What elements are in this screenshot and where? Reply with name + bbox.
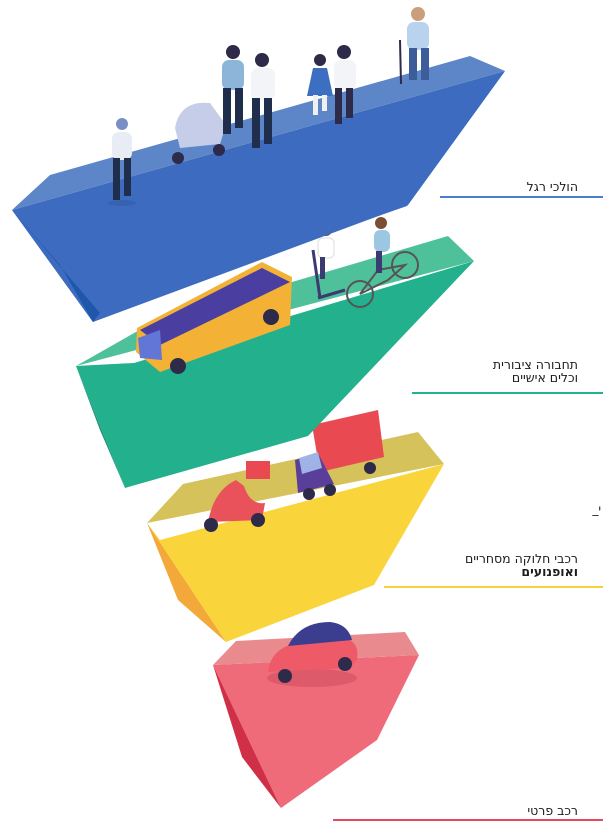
car-icon: [267, 622, 358, 687]
elderly-man-icon: [399, 7, 429, 85]
man-with-stroller-icon: [222, 45, 244, 134]
bicycle-icon: [346, 251, 419, 308]
label-public-transport: תחבורה ציבורית וכלים אישיים: [492, 357, 578, 385]
cropped-text-fragment: י_: [592, 502, 601, 516]
man-standing-icon: [251, 53, 275, 148]
label-pedestrians: הולכי רגל: [526, 179, 578, 194]
label-private-car: רכב פרטי: [527, 803, 578, 818]
woman-icon: [334, 45, 356, 124]
truck-icon: [295, 410, 384, 500]
label-commercial-delivery: רכבי חלוקה מסחריים ואופנועים: [464, 551, 578, 579]
rule-private-car: [333, 819, 603, 821]
woman-walking-icon: [108, 118, 136, 206]
bus-icon: [136, 262, 292, 374]
motorcycle-icon: [204, 461, 270, 532]
cyclist-icon: [374, 217, 390, 273]
rule-commercial-delivery: [384, 586, 603, 588]
stroller-icon: [172, 102, 226, 164]
rule-public-transport: [412, 392, 603, 394]
rule-pedestrians: [440, 196, 603, 198]
girl-icon: [307, 54, 333, 115]
